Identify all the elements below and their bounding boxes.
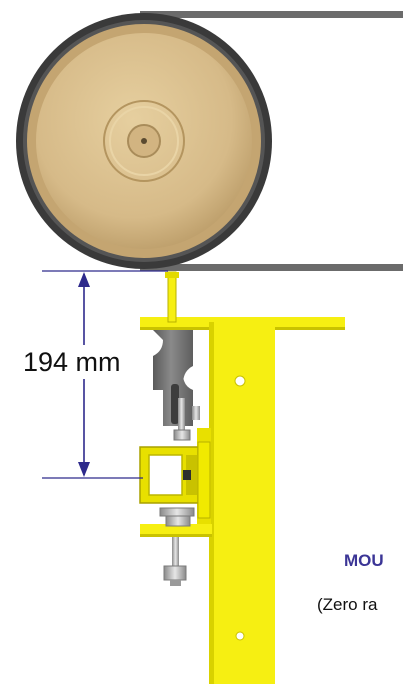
- belt-lower-run: [140, 264, 403, 271]
- wheel-hub-ring: [103, 100, 185, 182]
- bracket-plate-edge: [209, 322, 214, 684]
- clamp-block-window: [148, 454, 183, 496]
- load-cell-assembly: [153, 271, 200, 441]
- belt-upper-run: [140, 11, 403, 18]
- threaded-rod-upper: [178, 398, 185, 436]
- clamp-block: [139, 441, 211, 519]
- clamp-block-side: [186, 455, 198, 495]
- lower-hardware: [159, 507, 195, 586]
- wheel-hub-ring-inner: [109, 106, 179, 176]
- rod-nut-lower: [163, 565, 187, 581]
- bracket-hole-lower: [235, 631, 245, 641]
- rod-end-cap: [170, 580, 181, 586]
- belt-hook-top: [165, 272, 179, 278]
- lower-nut: [165, 515, 191, 527]
- rod-nut-upper: [173, 429, 191, 441]
- belt: [140, 11, 403, 271]
- clamp-set-screw: [183, 470, 191, 480]
- mount-caption: MOU: [344, 551, 384, 570]
- belt-hook-link: [167, 271, 177, 323]
- dimension-arrow-top: [78, 272, 90, 287]
- pulley-wheel: [16, 13, 272, 269]
- zero-caption: (Zero ra: [317, 595, 378, 614]
- bracket-lower-arm-shade: [140, 534, 212, 537]
- bracket-hole-upper: [234, 375, 246, 387]
- threaded-rod-lower: [172, 537, 179, 581]
- lower-washer-stack: [159, 507, 195, 517]
- dimension-arrow-bottom: [78, 462, 90, 477]
- clamp-side-plate: [197, 441, 211, 519]
- bracket-lower-arm: [140, 524, 212, 534]
- wheel-axle-hole: [141, 138, 147, 144]
- load-cell-slot: [171, 384, 179, 424]
- dimension-label: 194 mm: [20, 345, 124, 379]
- bracket-bolt: [192, 406, 200, 420]
